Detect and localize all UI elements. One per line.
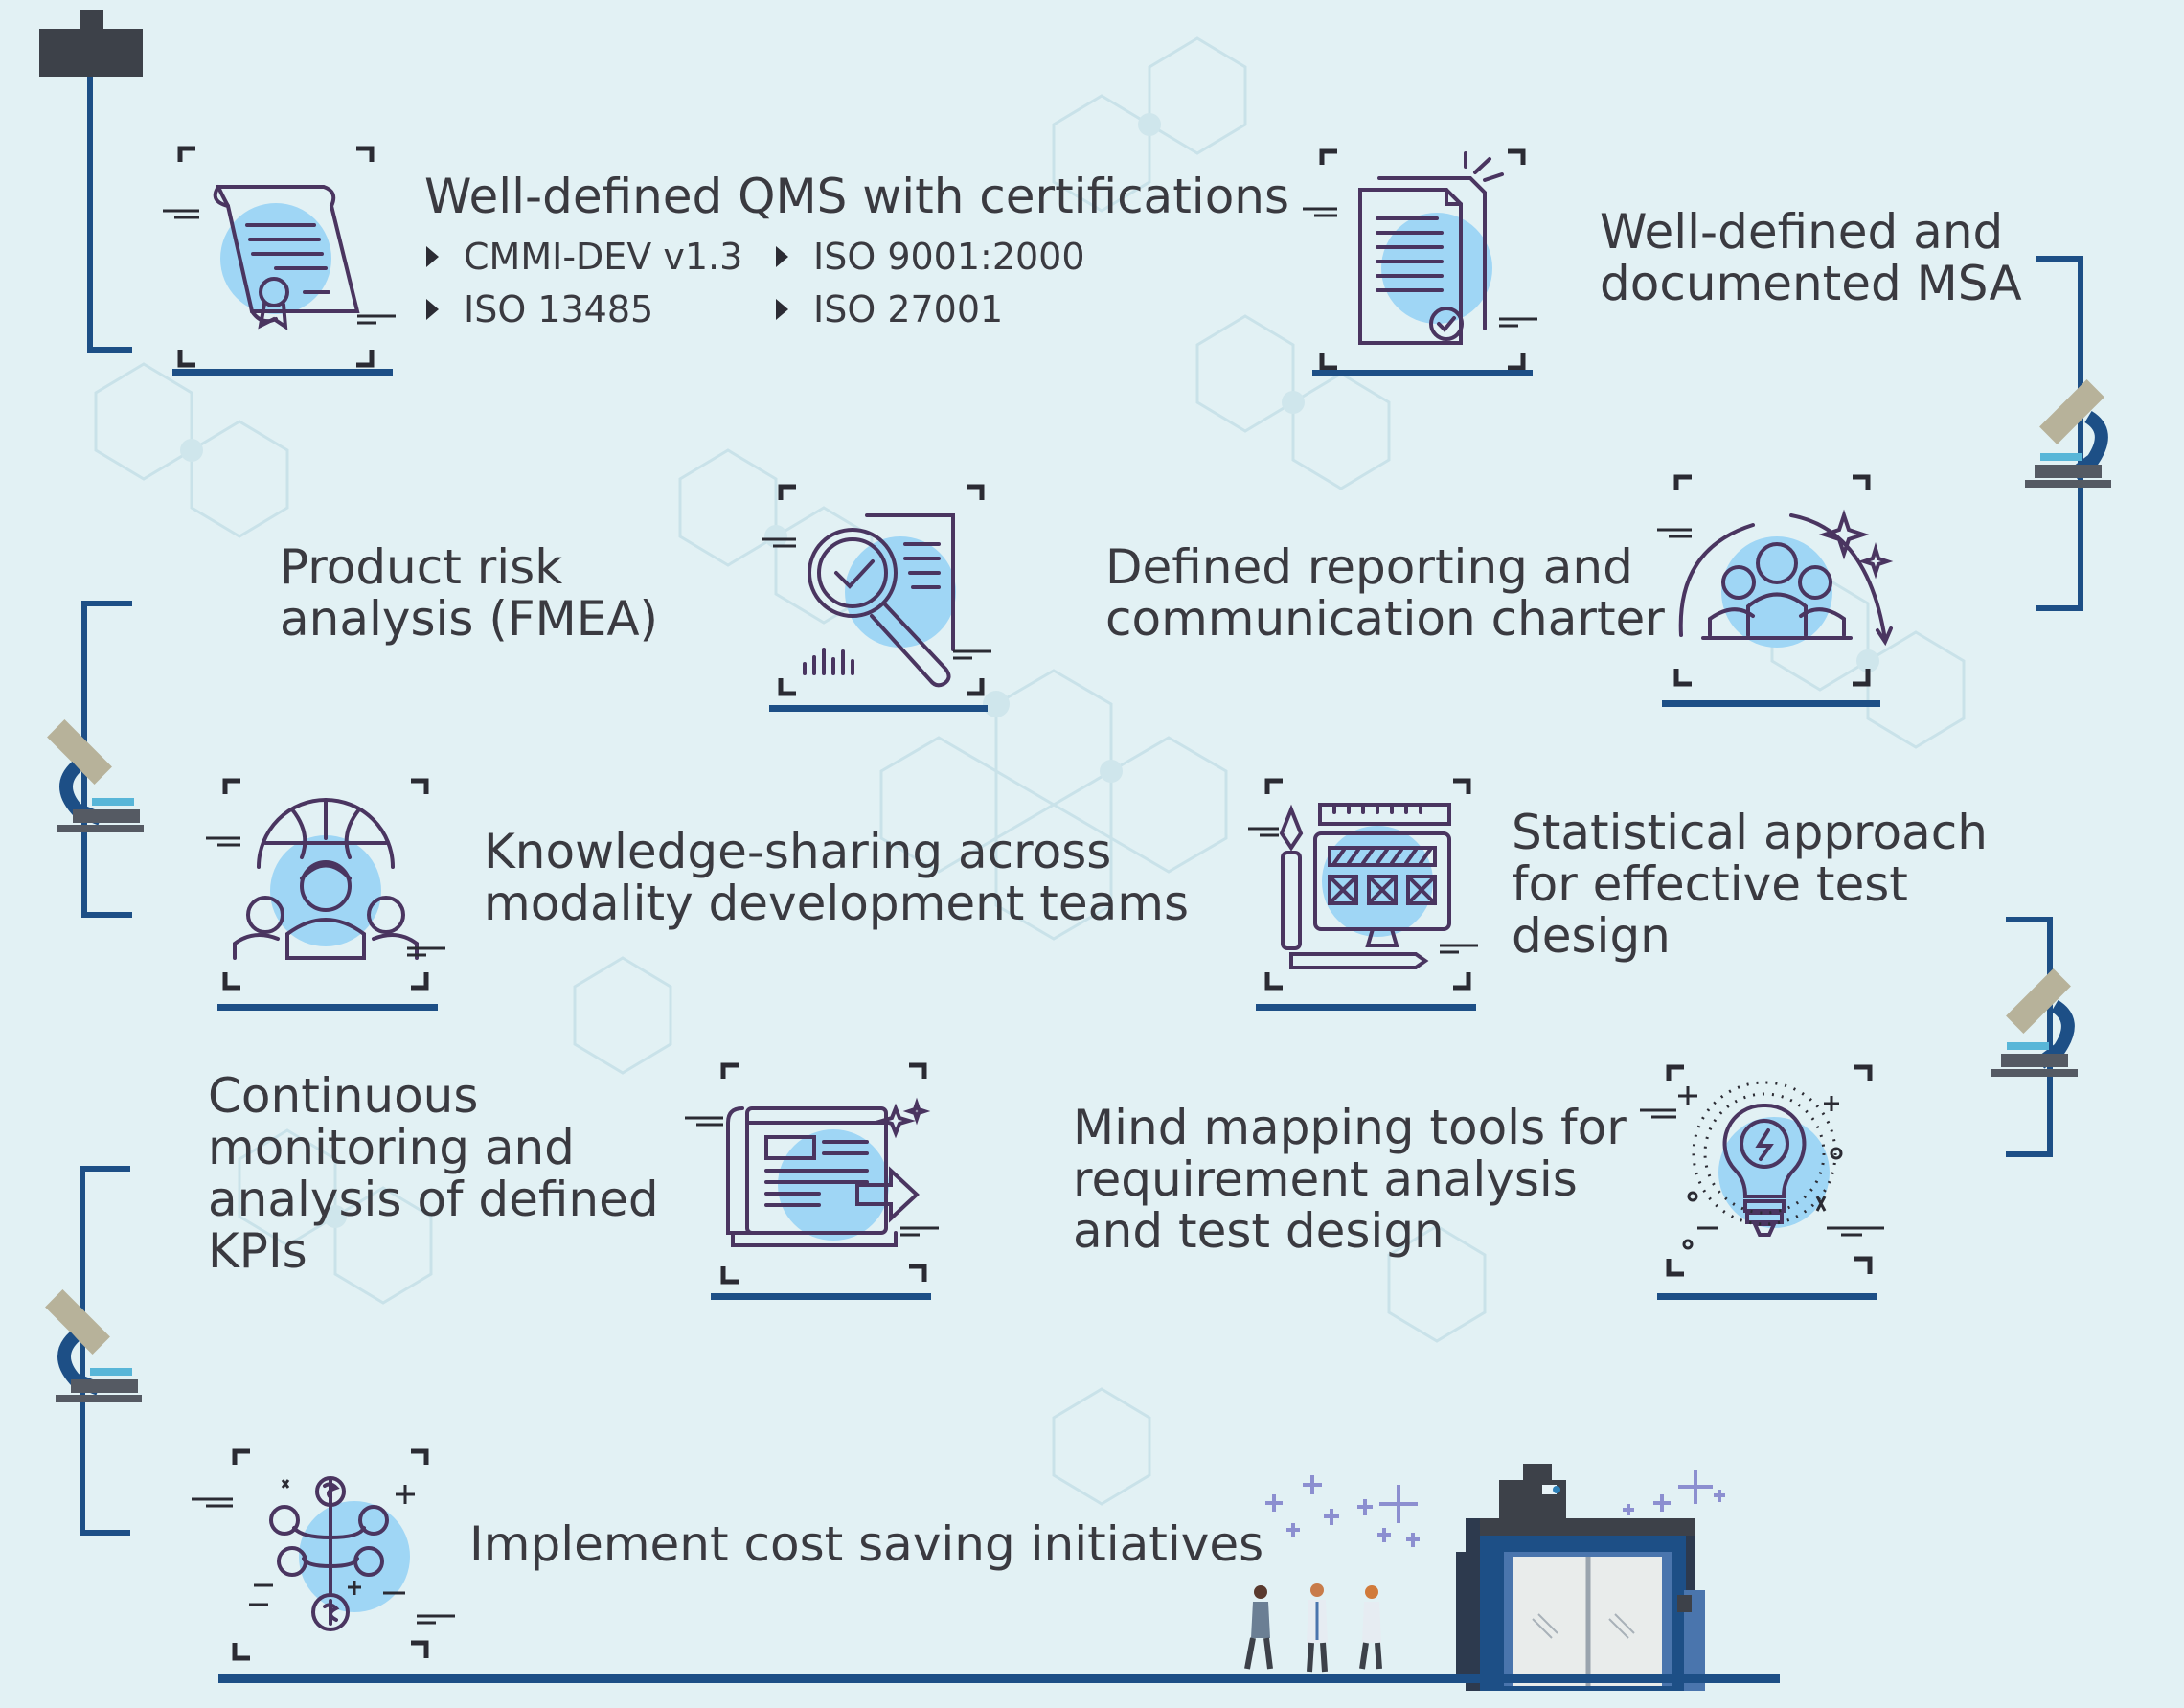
bullet-triangle-icon: [776, 298, 788, 320]
test-design-monitor-icon: [1248, 778, 1478, 1011]
item-underline: [769, 705, 988, 712]
bullet-triangle-icon: [426, 245, 439, 267]
right-bracket-3: [2006, 917, 2053, 1157]
microscope-icon: [47, 719, 144, 832]
item-underline: [217, 1004, 438, 1011]
globe-people-icon: [206, 778, 445, 1011]
item-label-qms: Well-defined QMS with certifications: [424, 169, 1290, 224]
microscope-icon: [2025, 379, 2111, 488]
item-label-reporting: Defined reporting and communication char…: [1105, 539, 1665, 647]
cert-item: ISO 27001: [776, 288, 1003, 330]
newspaper-monitoring-icon: [685, 1062, 939, 1295]
lightbulb-idea-icon: [1640, 1064, 1884, 1297]
item-label-fmea: Product risk analysis (FMEA): [280, 539, 659, 647]
cert-item: ISO 13485: [426, 288, 653, 330]
item-label-cost: Implement cost saving initiatives: [469, 1516, 1264, 1572]
cert-item: CMMI-DEV v1.3: [426, 236, 742, 278]
item-label-kpis: Continuous monitoring and analysis of de…: [208, 1068, 659, 1279]
cert-item: ISO 9001:2000: [776, 236, 1085, 278]
item-underline: [711, 1293, 931, 1300]
ground-line: [218, 1674, 1780, 1683]
magnifier-analysis-icon: [762, 484, 991, 717]
bullet-triangle-icon: [776, 245, 788, 267]
factory-building-icon: [1244, 1464, 1725, 1691]
microscope-icon: [1991, 968, 2078, 1077]
microscope-icon: [45, 1289, 142, 1402]
item-underline: [1662, 700, 1880, 707]
bullet-triangle-icon: [426, 298, 439, 320]
item-label-knowledge: Knowledge-sharing across modality develo…: [484, 824, 1190, 931]
top-left-bracket: [39, 10, 143, 353]
item-underline: [1256, 1004, 1476, 1011]
left-bracket-4: [80, 1166, 130, 1536]
item-label-statistical: Statistical approach for effective test …: [1512, 805, 1988, 964]
right-bracket-1: [2036, 256, 2083, 611]
item-underline: [172, 369, 393, 376]
item-underline: [1312, 370, 1533, 376]
documents-check-icon: [1303, 148, 1537, 381]
team-communication-icon: [1657, 474, 1894, 707]
item-label-mindmap: Mind mapping tools for requirement analy…: [1073, 1100, 1627, 1259]
item-label-msa: Well-defined and documented MSA: [1600, 204, 2022, 311]
item-underline: [1657, 1293, 1877, 1300]
money-tree-icon: [192, 1448, 455, 1681]
certificate-scroll-icon: [161, 146, 396, 378]
